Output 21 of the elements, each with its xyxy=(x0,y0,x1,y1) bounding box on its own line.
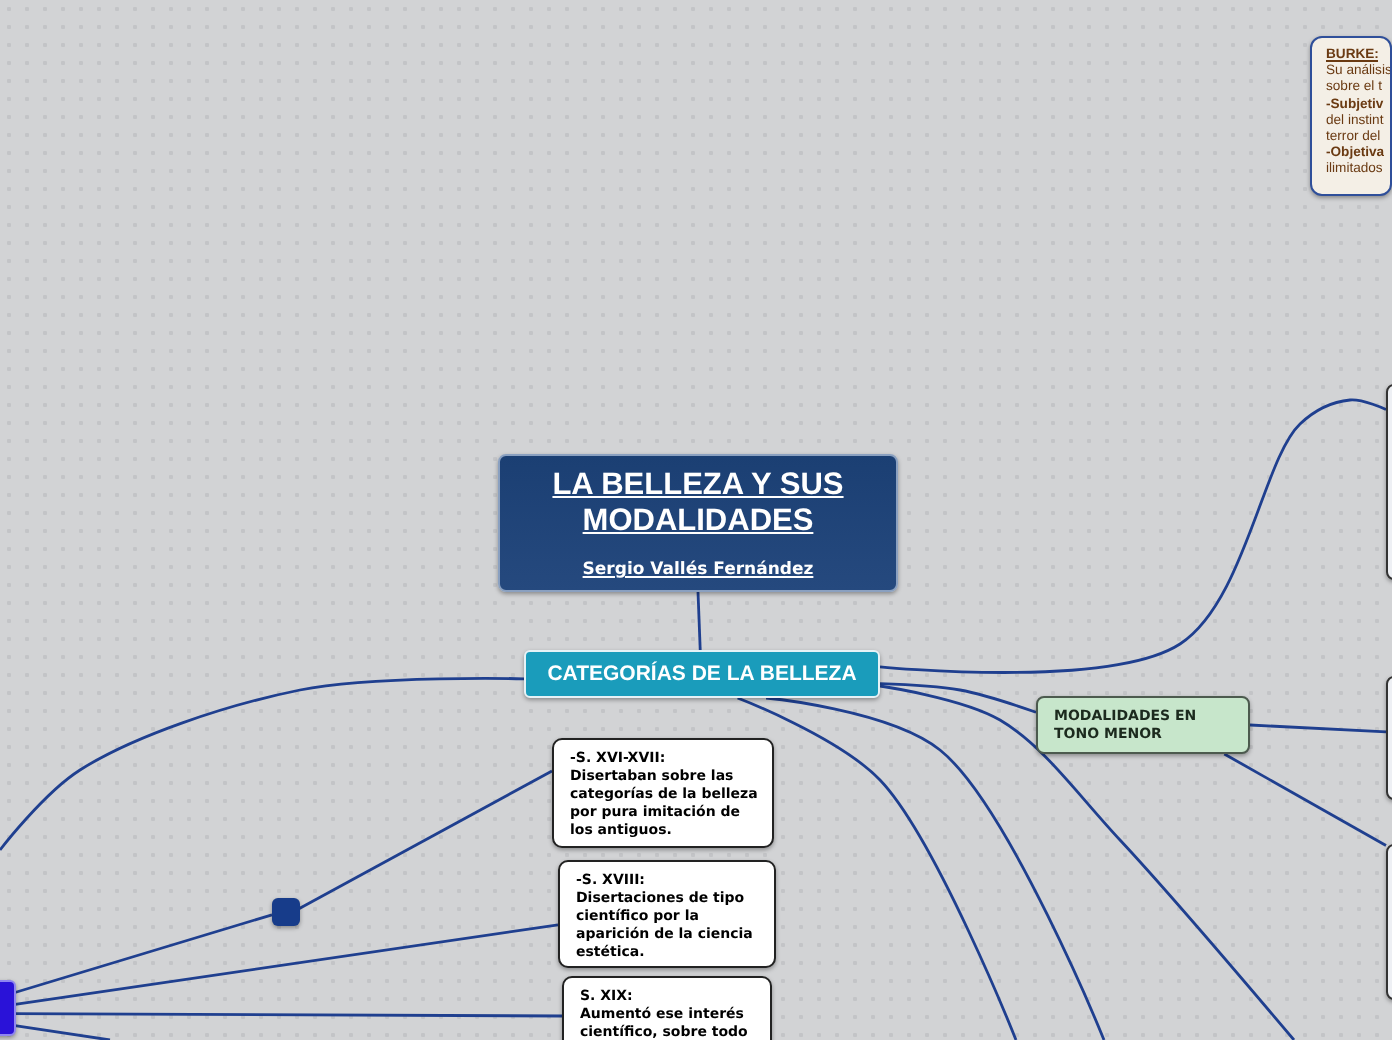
subtopic-box xyxy=(1036,696,1250,754)
connector-line xyxy=(879,398,1387,674)
author-text: Sergio Vallés Fernández xyxy=(580,560,816,582)
topic-card xyxy=(562,976,772,1040)
topic-card xyxy=(558,860,776,968)
title-box xyxy=(498,454,898,592)
topic-text: CATEGORÍAS DE LA BELLEZA xyxy=(545,662,859,686)
connector-line xyxy=(737,696,1018,1040)
connector-line xyxy=(1223,752,1387,847)
connector-line xyxy=(297,769,553,911)
title-text: LA BELLEZA Y SUS MODALIDADES xyxy=(550,468,846,540)
connector-line xyxy=(0,677,525,851)
connector-line xyxy=(879,684,1296,1040)
connector-line xyxy=(696,591,702,651)
topic-card xyxy=(552,738,774,848)
connector-line xyxy=(765,696,1106,1040)
connector-line xyxy=(879,682,1037,714)
central-topic-box xyxy=(524,650,880,698)
connector-line xyxy=(1249,723,1387,734)
connector-node xyxy=(272,898,300,926)
note-box xyxy=(1310,36,1392,196)
